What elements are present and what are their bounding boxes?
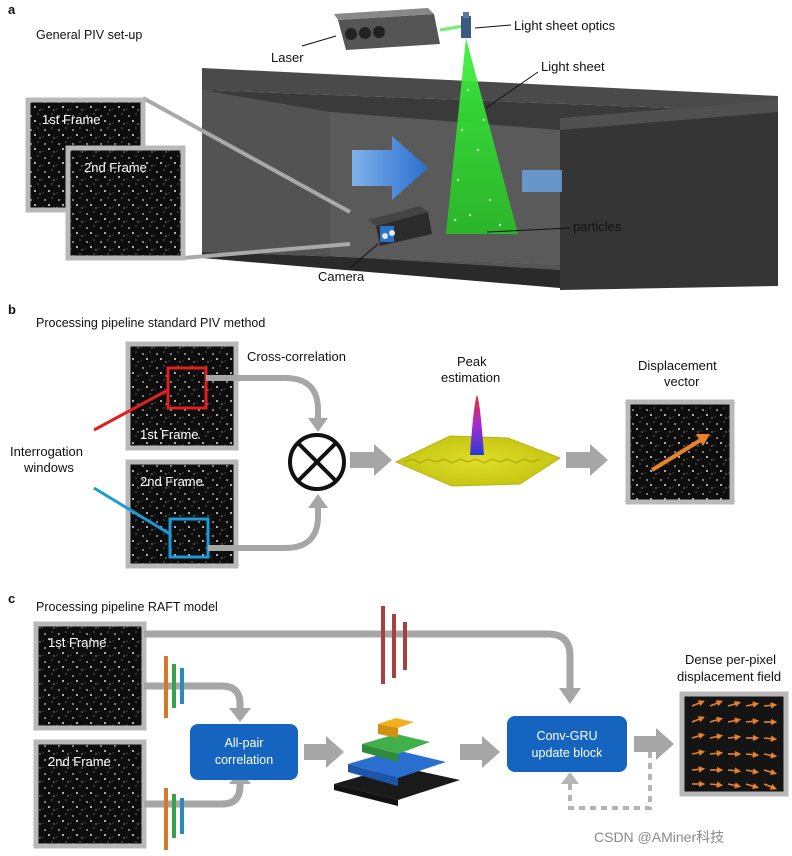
laser-icon (334, 8, 465, 50)
conv-gru-block: Conv-GRU update block (507, 716, 627, 772)
arrow-to-displacement (566, 444, 608, 476)
panel-c-title: Processing pipeline RAFT model (36, 600, 218, 614)
camera-icon (368, 206, 432, 246)
panel-b: b Processing pipeline standard PIV metho… (8, 302, 735, 569)
interrogation-label-line2: windows (23, 460, 74, 475)
panel-b-title: Processing pipeline standard PIV method (36, 316, 265, 330)
light-sheet-label: Light sheet (541, 59, 605, 74)
particles-label: particles (573, 219, 622, 234)
convgru-label-line1: Conv-GRU (536, 729, 597, 743)
displacement-label-line1: Displacement (638, 358, 717, 373)
raft-frame-2: 2nd Frame (33, 739, 147, 849)
laser-label: Laser (271, 50, 304, 65)
zoom-line-lower (182, 242, 351, 260)
camera-label: Camera (318, 269, 365, 284)
feature-encoder-icon-bottom (164, 788, 184, 850)
curve-arrow-bottom (208, 506, 321, 551)
watermark: CSDN @AMiner科技 (594, 829, 724, 845)
peak-label-line1: Peak (457, 354, 487, 369)
flow-arrow (352, 136, 562, 200)
pipeline-frame-2-label: 2nd Frame (140, 474, 203, 489)
panel-a-letter: a (8, 2, 16, 17)
convgru-label-line2: update block (532, 746, 604, 760)
context-encoder-icon (381, 606, 407, 684)
arrow-to-peak (350, 444, 392, 476)
light-sheet (446, 38, 518, 234)
encoder-arrow-top (144, 682, 244, 710)
flow-vectors (691, 700, 778, 790)
displacement-label-line2: vector (664, 374, 700, 389)
interrogation-window-blue (168, 517, 210, 559)
pipeline-frame-1: 1st Frame (125, 341, 239, 451)
interrogation-label-line1: Interrogation (10, 444, 83, 459)
allpair-label-line1: All-pair (225, 736, 264, 750)
blue-pointer-line (93, 486, 171, 536)
all-pair-correlation-block: All-pair correlation (190, 724, 298, 780)
correlation-pyramid-icon (334, 718, 460, 806)
particles-in-sheet (453, 88, 502, 227)
frame-2-image: 2nd Frame (65, 145, 186, 261)
optics-label: Light sheet optics (514, 18, 616, 33)
recurrent-feedback-arrow (568, 752, 652, 810)
displacement-arrow-icon (650, 436, 706, 472)
arrow-to-convgru (460, 736, 500, 768)
feature-encoder-icon-top (164, 656, 184, 718)
curve-arrow-top (206, 375, 321, 420)
cross-correlation-operator-icon (288, 433, 346, 491)
raft-frame-1: 1st Frame (33, 621, 147, 731)
displacement-vector-image (625, 399, 735, 505)
frame-2-label: 2nd Frame (84, 160, 147, 175)
optics-icon (461, 12, 471, 38)
frame-1-label: 1st Frame (42, 112, 101, 127)
peak-label-line2: estimation (441, 370, 500, 385)
arrow-to-flow-field (634, 728, 674, 760)
dense-flow-field-image (679, 691, 789, 797)
encoder-arrow-bottom (144, 782, 244, 808)
panel-a-title: General PIV set-up (36, 28, 142, 42)
raft-frame-1-label: 1st Frame (48, 635, 107, 650)
allpair-label-line2: correlation (215, 753, 273, 767)
correlation-peak-surface (394, 395, 562, 487)
zoom-line-upper (142, 96, 351, 214)
panel-c: c Processing pipeline RAFT model 1st Fra… (8, 591, 789, 850)
interrogation-window-red (166, 366, 208, 410)
panel-c-letter: c (8, 591, 15, 606)
raft-frame-2-label: 2nd Frame (48, 754, 111, 769)
panel-b-letter: b (8, 302, 16, 317)
arrow-to-pyramid (304, 736, 344, 768)
panel-a: a General PIV set-up (8, 2, 778, 290)
context-path-arrow (144, 630, 574, 690)
pipeline-frame-1-label: 1st Frame (140, 427, 199, 442)
dense-label-line2: displacement field (677, 669, 781, 684)
dense-label-line1: Dense per-pixel (685, 652, 776, 667)
cross-correlation-label: Cross-correlation (247, 349, 346, 364)
red-pointer-line (93, 388, 169, 432)
